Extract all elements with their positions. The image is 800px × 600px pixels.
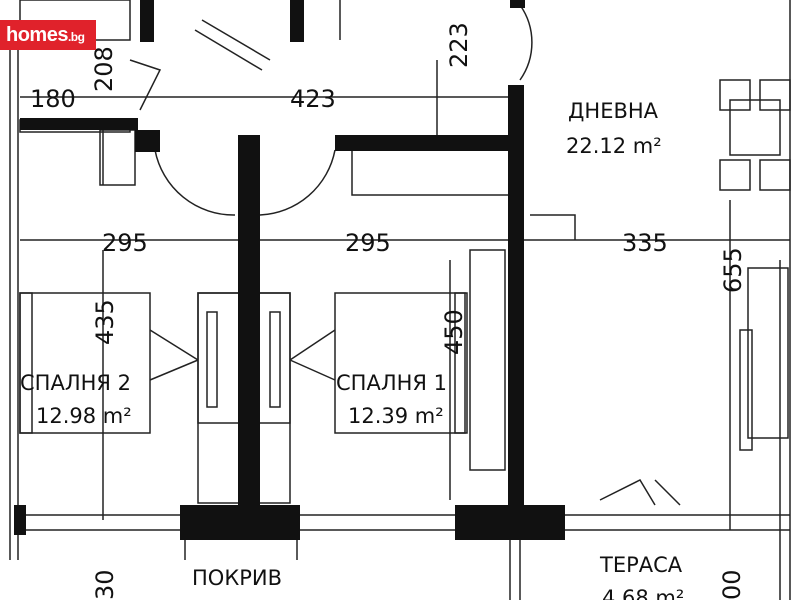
- dim-423: 423: [290, 85, 336, 113]
- thin-lines: [9, 0, 791, 600]
- logo-name: homes: [6, 24, 68, 46]
- room-label-bedroom-2: СПАЛНЯ 2: [20, 371, 131, 395]
- room-label-living: ДНЕВНА: [568, 99, 659, 123]
- dim-435: 435: [91, 299, 119, 345]
- room-label-bedroom-1: СПАЛНЯ 1: [336, 371, 447, 395]
- dim-335: 335: [622, 229, 668, 257]
- room-label-roof: ПОКРИВ: [192, 566, 282, 590]
- room-area-living: 22.12 m²: [566, 134, 662, 158]
- dim-655: 655: [719, 247, 747, 293]
- homes-logo: homes.bg: [0, 20, 96, 50]
- dim-295-right: 295: [345, 229, 391, 257]
- room-area-bedroom-2: 12.98 m²: [36, 404, 132, 428]
- dim-295-left: 295: [102, 229, 148, 257]
- room-label-terrace: ТЕРАСА: [599, 553, 683, 577]
- dim-208: 208: [90, 46, 118, 92]
- logo-tld: .bg: [67, 30, 85, 44]
- room-area-terrace: 4.68 m²: [602, 586, 684, 600]
- dim-450: 450: [440, 309, 468, 355]
- dim-30: 30: [91, 569, 119, 600]
- room-area-bedroom-1: 12.39 m²: [348, 404, 444, 428]
- dim-180: 180: [30, 85, 76, 113]
- dim-00: 00: [718, 569, 746, 600]
- dim-223: 223: [445, 22, 473, 68]
- walls: [14, 0, 565, 540]
